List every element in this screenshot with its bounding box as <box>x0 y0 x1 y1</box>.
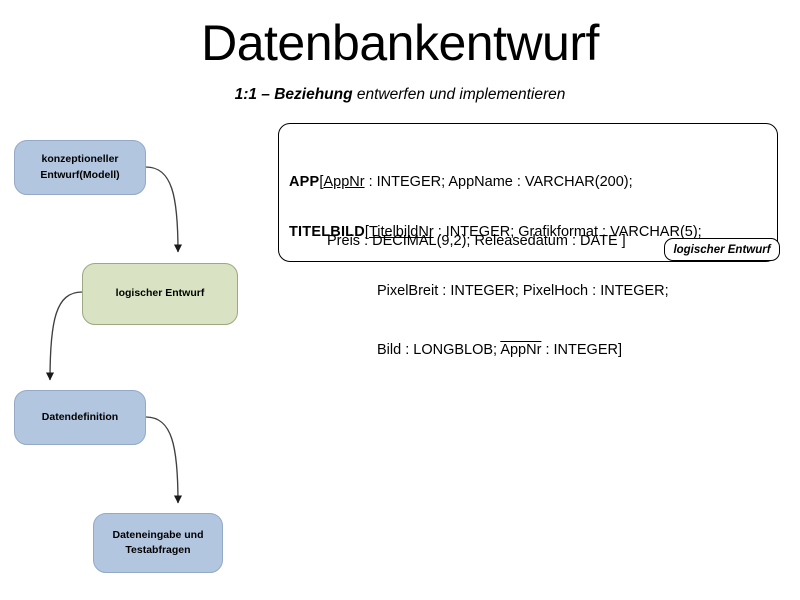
attribute-titelbildnr-pk: TitelbildNr <box>368 224 434 241</box>
subtitle-rest: entwerfen und implementieren <box>352 86 566 103</box>
relation-titelbild-line-3-post: : INTEGER] <box>541 341 622 358</box>
relation-titelbild-line-1-rest: : INTEGER; Grafikformat : VARCHAR(5); <box>433 224 702 241</box>
relation-titelbild-line-3-pre: Bild : LONGBLOB; <box>377 341 501 358</box>
relation-app-name: APP <box>289 174 320 191</box>
relation-titelbild-line-1: TITELBILD[TitelbildNr : INTEGER; Grafikf… <box>289 223 702 243</box>
flow-step-label: logischer Entwurf <box>115 287 205 300</box>
relation-app-line-1-rest: : INTEGER; AppName : VARCHAR(200); <box>364 174 633 191</box>
flow-step-datendefinition[interactable]: Datendefinition <box>14 390 146 445</box>
flow-step-label-line2: Entwurf(Modell) <box>40 168 120 181</box>
connector-datendef-to-eingabe <box>145 416 183 504</box>
flow-step-label: Datendefinition <box>41 410 119 423</box>
flow-step-label-line1: konzeptioneller <box>41 153 119 166</box>
relation-titelbild-open-bracket: [ <box>364 224 369 241</box>
attribute-appnr-fk: AppNr <box>500 341 542 358</box>
connector-logisch-to-datendef <box>45 291 83 381</box>
relation-app-open-bracket: [ <box>319 174 324 191</box>
flow-step-label-line1: Dateneingabe und <box>112 528 204 541</box>
stage-tag-logischer-entwurf: logischer Entwurf <box>664 238 780 261</box>
relation-titelbild-line-3: Bild : LONGBLOB; AppNr : INTEGER] <box>289 341 702 361</box>
relation-app-line-2: Preis : DECIMAL(9,2); Releasedatum : DAT… <box>327 232 626 249</box>
relation-titelbild: TITELBILD[TitelbildNr : INTEGER; Grafikf… <box>289 184 702 399</box>
relation-app-line-1: APP[AppNr : INTEGER; AppName : VARCHAR(2… <box>289 173 633 193</box>
connector-konzept-to-logisch <box>145 166 183 253</box>
relation-titelbild-line-2: PixelBreit : INTEGER; PixelHoch : INTEGE… <box>377 282 669 299</box>
slide-title: Datenbankentwurf <box>201 15 599 71</box>
relation-app: APP[AppNr : INTEGER; AppName : VARCHAR(2… <box>289 134 633 291</box>
attribute-appnr-pk: AppNr <box>323 174 365 191</box>
flowchart-connectors <box>45 166 183 504</box>
flow-step-logischer-entwurf[interactable]: logischer Entwurf <box>82 263 238 325</box>
flow-step-label-line2: Testabfragen <box>125 544 191 556</box>
slide-subtitle: 1:1 – Beziehung entwerfen und implementi… <box>0 86 800 105</box>
relation-titelbild-name: TITELBILD <box>289 224 365 241</box>
subtitle-strong: 1:1 – Beziehung <box>234 86 353 103</box>
